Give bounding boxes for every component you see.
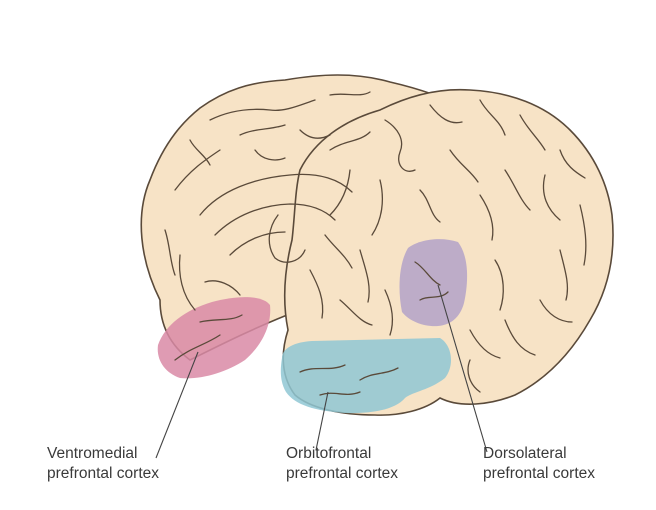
dorsolateral-region (399, 239, 468, 327)
leader-line-orbitofrontal (315, 391, 329, 451)
label-ventromedial-line2: prefrontal cortex (47, 465, 159, 482)
label-dorsolateral-line2: prefrontal cortex (483, 465, 595, 482)
label-ventromedial-line1: Ventromedial (47, 445, 138, 462)
leader-line-dorsolateral (437, 284, 488, 453)
label-orbitofrontal-line1: Orbitofrontal (286, 445, 372, 462)
label-orbitofrontal: Orbitofrontal prefrontal cortex (286, 444, 398, 484)
ventromedial-region (157, 297, 271, 379)
label-ventromedial: Ventromedial prefrontal cortex (47, 444, 159, 484)
label-dorsolateral: Dorsolateral prefrontal cortex (483, 444, 595, 484)
leader-lines (155, 284, 488, 459)
leader-line-ventromedial (155, 351, 199, 459)
label-orbitofrontal-line2: prefrontal cortex (286, 465, 398, 482)
brain-sulci (164, 91, 587, 396)
label-dorsolateral-line1: Dorsolateral (483, 445, 567, 462)
